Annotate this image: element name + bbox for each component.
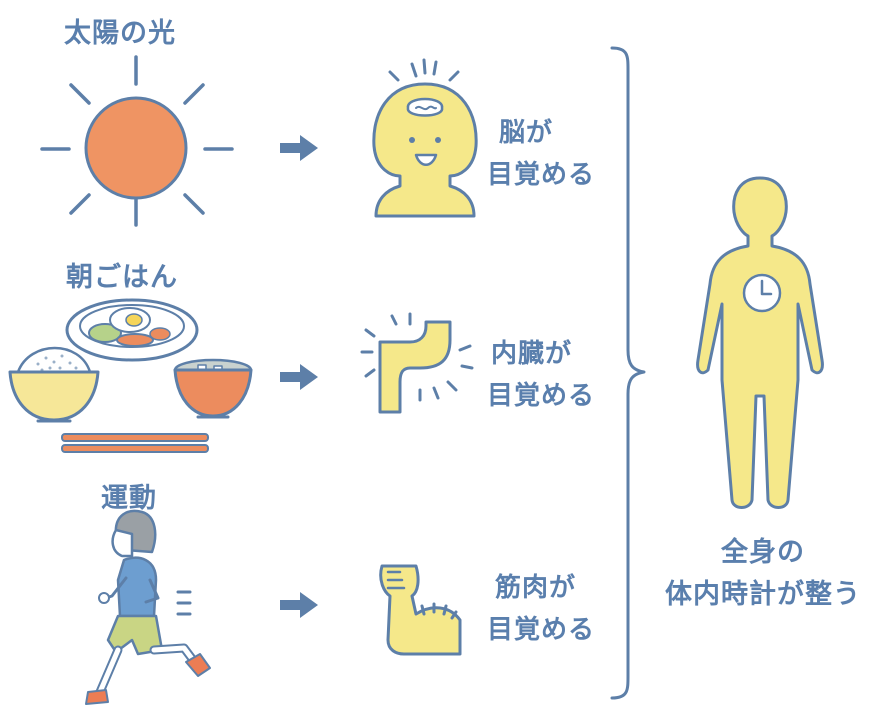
effect-label-line2: 目覚める bbox=[487, 160, 596, 190]
soup-bowl-icon bbox=[173, 358, 253, 419]
effect-label-line1: 脳が bbox=[499, 118, 554, 148]
intestine-icon bbox=[360, 312, 474, 414]
result-label: 全身の 体内時計が整う bbox=[652, 532, 874, 616]
source-label-breakfast: 朝ごはん bbox=[66, 262, 178, 293]
effect-label-organs: 内臓が 目覚める bbox=[487, 333, 595, 417]
effect-label-line1: 内臓が bbox=[491, 339, 573, 369]
clock-icon bbox=[742, 273, 782, 313]
muscle-arm-icon bbox=[379, 564, 462, 656]
plate-icon bbox=[65, 298, 199, 362]
arrow-icon bbox=[280, 135, 318, 618]
effect-label-line2: 目覚める bbox=[487, 381, 596, 411]
breakfast-icon bbox=[8, 298, 253, 453]
rice-bowl-icon bbox=[8, 346, 100, 423]
body-clock-icon bbox=[696, 176, 824, 509]
result-label-line1: 全身の bbox=[721, 537, 805, 568]
source-label-exercise: 運動 bbox=[101, 483, 157, 514]
effect-label-line1: 筋肉が bbox=[495, 573, 577, 603]
runner-icon bbox=[85, 509, 211, 705]
source-label-sunlight: 太陽の光 bbox=[64, 18, 176, 49]
result-label-line2: 体内時計が整う bbox=[665, 579, 861, 610]
chopsticks-icon bbox=[61, 433, 209, 453]
grouping-brace bbox=[610, 46, 646, 700]
brain-face-icon bbox=[372, 58, 478, 218]
effect-label-muscles: 筋肉が 目覚める bbox=[487, 567, 595, 651]
effect-label-line2: 目覚める bbox=[487, 615, 596, 645]
effect-label-brain: 脳が 目覚める bbox=[487, 112, 595, 196]
sun-icon bbox=[40, 55, 234, 227]
